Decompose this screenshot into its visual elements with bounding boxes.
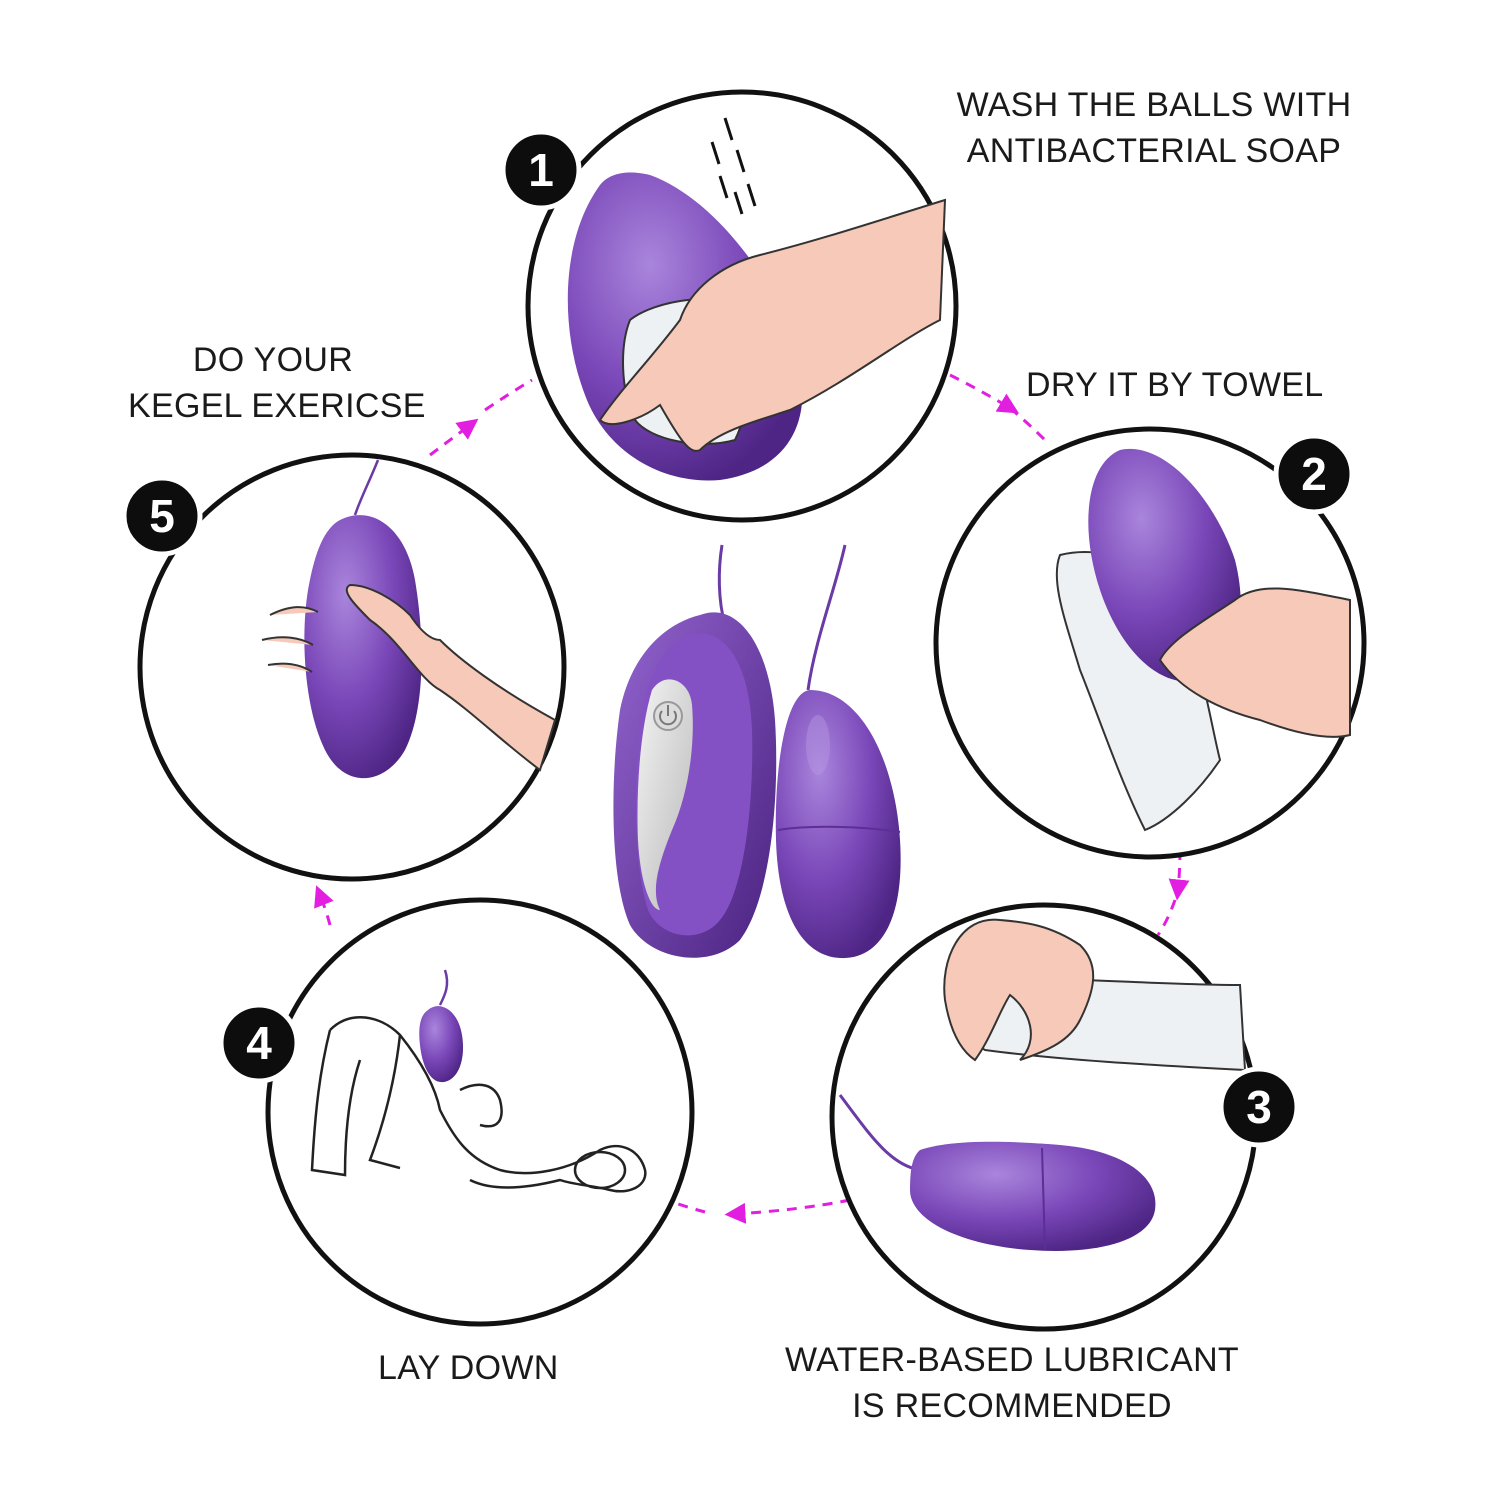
step-4-number: 4 <box>246 1017 272 1069</box>
power-icon <box>653 701 683 731</box>
step-1-caption-line-2: ANTIBACTERIAL SOAP <box>966 132 1342 170</box>
step-5-number: 5 <box>149 490 175 542</box>
step-3-caption-line-1: WATER-BASED LUBRICANT <box>784 1341 1239 1379</box>
remote-silver-panel <box>637 679 693 910</box>
arrow-2-to-3-tail <box>1156 899 1177 936</box>
step-2-number: 2 <box>1301 448 1327 500</box>
step-1-caption-line-1: WASH THE BALLS WITH <box>956 86 1352 124</box>
step-3-caption-line-2: IS RECOMMENDED <box>852 1387 1172 1425</box>
step-3-illustration <box>838 918 1247 1251</box>
flow-arrows <box>314 373 1190 1224</box>
arrow-3-to-4-tail <box>671 1200 706 1214</box>
step-4-badge <box>218 1002 300 1084</box>
step-4-caption-line-1: LAY DOWN <box>378 1349 559 1387</box>
step-2-caption-line-1: DRY IT BY TOWEL <box>1026 366 1324 404</box>
egg-cord <box>806 544 847 691</box>
step-5-panel: 5 <box>121 452 567 882</box>
step-1-number: 1 <box>528 144 554 196</box>
step-1-badge <box>500 129 582 211</box>
arrow-5-to-1-tail <box>484 378 533 412</box>
arrow-4-to-5 <box>314 885 334 926</box>
remote-control <box>613 612 777 958</box>
step-3-panel: 3 <box>829 902 1300 1332</box>
step-5-caption: DO YOUR KEGEL EXERICSE <box>128 337 426 429</box>
arrow-1-to-2 <box>949 373 1020 414</box>
step-5-illustration <box>261 459 557 779</box>
product-center <box>613 544 901 959</box>
arrow-3-to-4 <box>724 1198 851 1224</box>
step-1-panel: 1 <box>500 89 959 523</box>
step-4-panel: 4 <box>218 897 695 1327</box>
step-4-illustration <box>310 1016 647 1193</box>
step-2-panel: 2 <box>933 426 1367 860</box>
step-3-number: 3 <box>1246 1081 1272 1133</box>
step-4-caption: LAY DOWN <box>378 1345 559 1391</box>
step-1-caption: WASH THE BALLS WITH ANTIBACTERIAL SOAP <box>952 82 1356 174</box>
step-3-caption: WATER-BASED LUBRICANT IS RECOMMENDED <box>780 1337 1244 1429</box>
step-5-badge <box>121 475 203 557</box>
step-1-illustration <box>567 117 947 481</box>
step-3-badge <box>1218 1066 1300 1148</box>
arrow-5-to-1 <box>429 418 479 457</box>
step-2-caption: DRY IT BY TOWEL <box>1026 362 1323 408</box>
arrow-1-to-2-tail <box>1009 406 1047 442</box>
egg-bullet <box>775 690 901 959</box>
step-4-egg <box>419 1006 464 1083</box>
step-2-badge <box>1273 433 1355 515</box>
step-5-caption-line-2: KEGEL EXERICSE <box>128 387 426 425</box>
step-2-illustration <box>1055 448 1351 832</box>
step-5-caption-line-1: DO YOUR <box>192 341 354 379</box>
